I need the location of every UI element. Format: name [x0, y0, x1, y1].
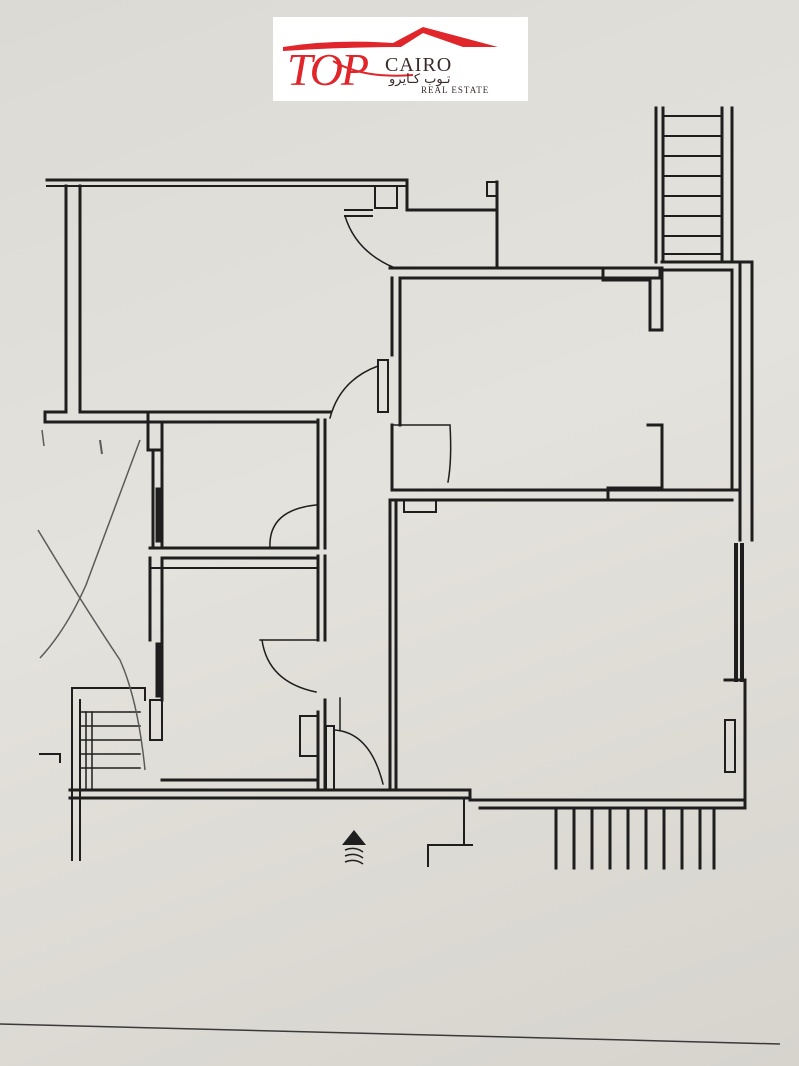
outer-wall-bottom [68, 788, 747, 867]
room-upper-right [329, 266, 664, 502]
company-logo: TOP CAIRO تـوب كـايرو REAL ESTATE [273, 17, 528, 101]
room-small-top [126, 410, 332, 560]
railing-bottom-right [554, 806, 716, 870]
room-upper-left [43, 178, 499, 424]
side-strip-right [654, 106, 754, 542]
page-edge-line [0, 1023, 781, 1045]
logo-brand-top: TOP [287, 44, 369, 95]
logo-brand-arabic: تـوب كـايرو [389, 72, 451, 87]
logo-roof-icon [283, 27, 498, 77]
balcony-left [39, 687, 146, 861]
logo-brand-cairo: CAIRO [385, 54, 453, 76]
pencil-marks [37, 429, 146, 771]
room-small-bottom [148, 556, 320, 782]
triangle-up-icon [342, 830, 366, 865]
corridor [299, 418, 384, 792]
room-large-right [388, 488, 747, 802]
logo-brand-subtitle: REAL ESTATE [421, 85, 490, 95]
